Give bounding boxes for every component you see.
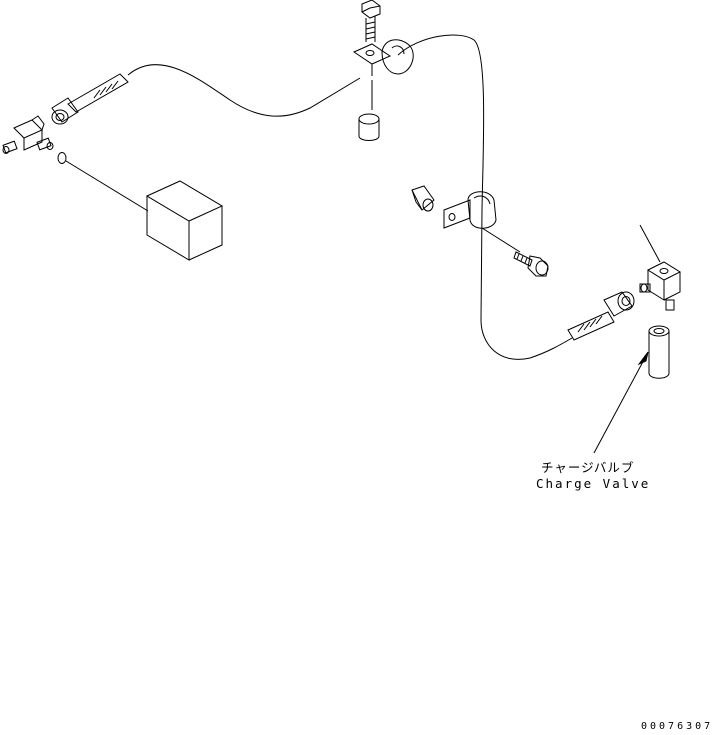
- leader-line-box: [65, 160, 149, 212]
- o-ring: [57, 152, 67, 164]
- bolt-middle: [513, 251, 549, 277]
- leader-line-bolt: [481, 227, 521, 253]
- bolt-top: [361, 0, 381, 42]
- clamp-upper: [352, 39, 414, 110]
- hose-end-left: [51, 73, 129, 125]
- charge-valve-label-jp: チャージバルブ: [541, 460, 635, 475]
- elbow-fitting-left: [2, 115, 54, 154]
- valve-block: [639, 261, 682, 311]
- leader-line-valve-block: [639, 224, 661, 263]
- pipe-line: [127, 34, 573, 360]
- hose-end-right: [567, 291, 635, 341]
- charge-valve: [648, 325, 670, 379]
- clamp-middle: [443, 191, 497, 229]
- drawing-number: 00076307: [641, 721, 714, 732]
- charge-valve-arrow: [593, 351, 649, 454]
- spacer-upper: [358, 113, 380, 141]
- box-component: [145, 180, 224, 261]
- charge-valve-label-en: Charge Valve: [536, 476, 651, 491]
- spacer-middle: [411, 185, 435, 212]
